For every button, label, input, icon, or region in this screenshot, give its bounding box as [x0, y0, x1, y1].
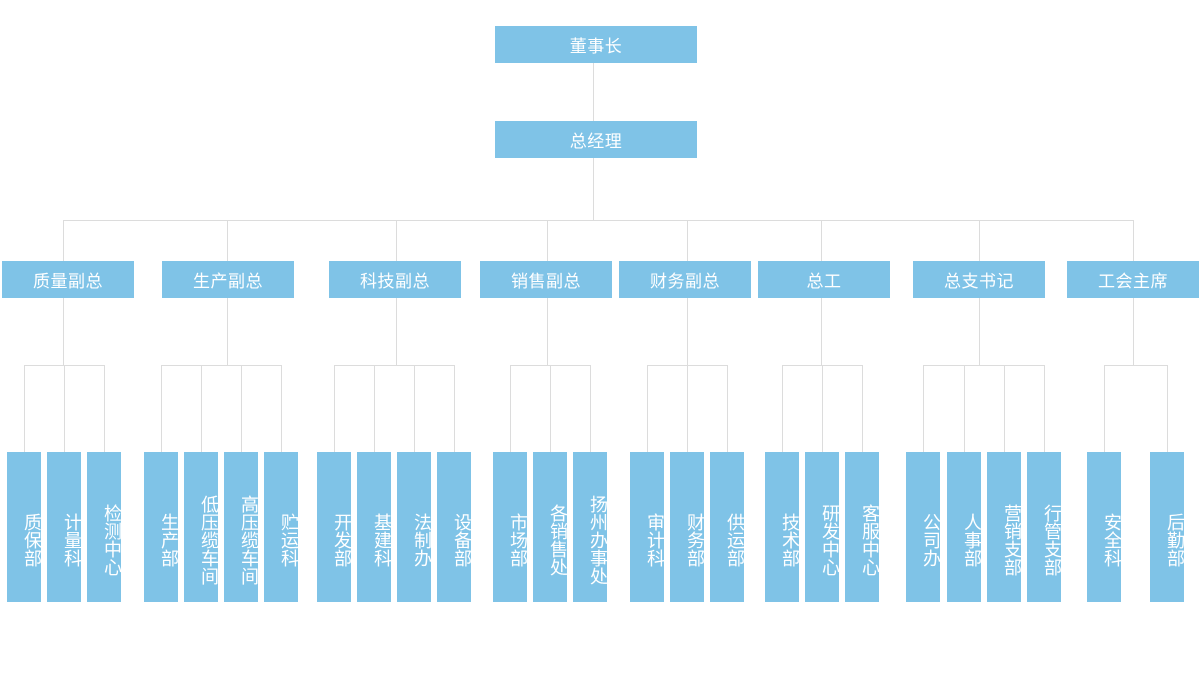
connector-vp-down: [227, 298, 228, 365]
connector-dept-drop: [1104, 365, 1105, 452]
vp-box: 财务副总: [619, 261, 751, 298]
department-box: 贮运科: [264, 452, 299, 602]
connector-dept-drop: [510, 365, 511, 452]
connector-dept-drop: [24, 365, 25, 452]
department-box: 安全科: [1087, 452, 1122, 602]
department-box: 基建科: [357, 452, 392, 602]
department-box: 审计科: [630, 452, 665, 602]
vp-box: 工会主席: [1067, 261, 1199, 298]
department-box: 技术部: [765, 452, 800, 602]
connector-dept-bus: [1104, 365, 1168, 366]
vp-box: 生产副总: [162, 261, 294, 298]
connector-vp-drop: [63, 220, 64, 261]
connector-dept-drop: [550, 365, 551, 452]
department-box: 高压缆车间: [224, 452, 259, 602]
department-box: 行管支部: [1027, 452, 1062, 602]
department-box: 研发中心: [805, 452, 840, 602]
department-box: 扬州办事处: [573, 452, 608, 602]
connector-dept-drop: [414, 365, 415, 452]
department-box: 各销售处: [533, 452, 568, 602]
connector-vp-drop: [979, 220, 980, 261]
connector-dept-drop: [454, 365, 455, 452]
connector-vp-bus: [63, 220, 1134, 221]
connector-dept-drop: [862, 365, 863, 452]
department-box: 生产部: [144, 452, 179, 602]
connector-vp-down: [979, 298, 980, 365]
connector-dept-drop: [727, 365, 728, 452]
connector-dept-drop: [964, 365, 965, 452]
vp-box: 科技副总: [329, 261, 461, 298]
general-manager-box: 总经理: [495, 121, 697, 158]
department-box: 客服中心: [845, 452, 880, 602]
vp-box: 总支书记: [913, 261, 1045, 298]
connector-vp-down: [547, 298, 548, 365]
connector-dept-bus: [24, 365, 105, 366]
connector-dept-drop: [822, 365, 823, 452]
department-box: 营销支部: [987, 452, 1022, 602]
connector-dept-drop: [647, 365, 648, 452]
department-box: 人事部: [947, 452, 982, 602]
connector-gm-bus: [593, 158, 594, 220]
department-box: 低压缆车间: [184, 452, 219, 602]
connector-vp-down: [1133, 298, 1134, 365]
connector-dept-drop: [782, 365, 783, 452]
connector-dept-drop: [64, 365, 65, 452]
connector-vp-drop: [547, 220, 548, 261]
connector-vp-drop: [821, 220, 822, 261]
connector-dept-drop: [281, 365, 282, 452]
connector-vp-drop: [687, 220, 688, 261]
department-box: 计量科: [47, 452, 82, 602]
connector-dept-bus: [334, 365, 455, 366]
department-box: 供运部: [710, 452, 745, 602]
connector-dept-drop: [374, 365, 375, 452]
connector-dept-drop: [590, 365, 591, 452]
vp-box: 销售副总: [480, 261, 612, 298]
department-box: 检测中心: [87, 452, 122, 602]
connector-dept-drop: [1167, 365, 1168, 452]
connector-dept-drop: [1044, 365, 1045, 452]
connector-dept-bus: [161, 365, 282, 366]
connector-chairman-gm: [593, 63, 594, 121]
department-box: 公司办: [906, 452, 941, 602]
connector-dept-drop: [687, 365, 688, 452]
connector-dept-drop: [104, 365, 105, 452]
connector-dept-drop: [201, 365, 202, 452]
connector-dept-drop: [334, 365, 335, 452]
connector-vp-down: [396, 298, 397, 365]
connector-vp-drop: [396, 220, 397, 261]
connector-vp-down: [821, 298, 822, 365]
department-box: 开发部: [317, 452, 352, 602]
connector-dept-drop: [161, 365, 162, 452]
connector-dept-bus: [923, 365, 1045, 366]
connector-vp-drop: [1133, 220, 1134, 261]
vp-box: 总工: [758, 261, 890, 298]
department-box: 后勤部: [1150, 452, 1185, 602]
connector-vp-down: [63, 298, 64, 365]
connector-dept-drop: [241, 365, 242, 452]
chairman-box: 董事长: [495, 26, 697, 63]
connector-vp-down: [687, 298, 688, 365]
department-box: 财务部: [670, 452, 705, 602]
connector-dept-bus: [510, 365, 591, 366]
department-box: 市场部: [493, 452, 528, 602]
department-box: 法制办: [397, 452, 432, 602]
vp-box: 质量副总: [2, 261, 134, 298]
department-box: 设备部: [437, 452, 472, 602]
connector-dept-drop: [1004, 365, 1005, 452]
connector-dept-bus: [782, 365, 863, 366]
department-box: 质保部: [7, 452, 42, 602]
connector-dept-bus: [647, 365, 728, 366]
connector-vp-drop: [227, 220, 228, 261]
connector-dept-drop: [923, 365, 924, 452]
